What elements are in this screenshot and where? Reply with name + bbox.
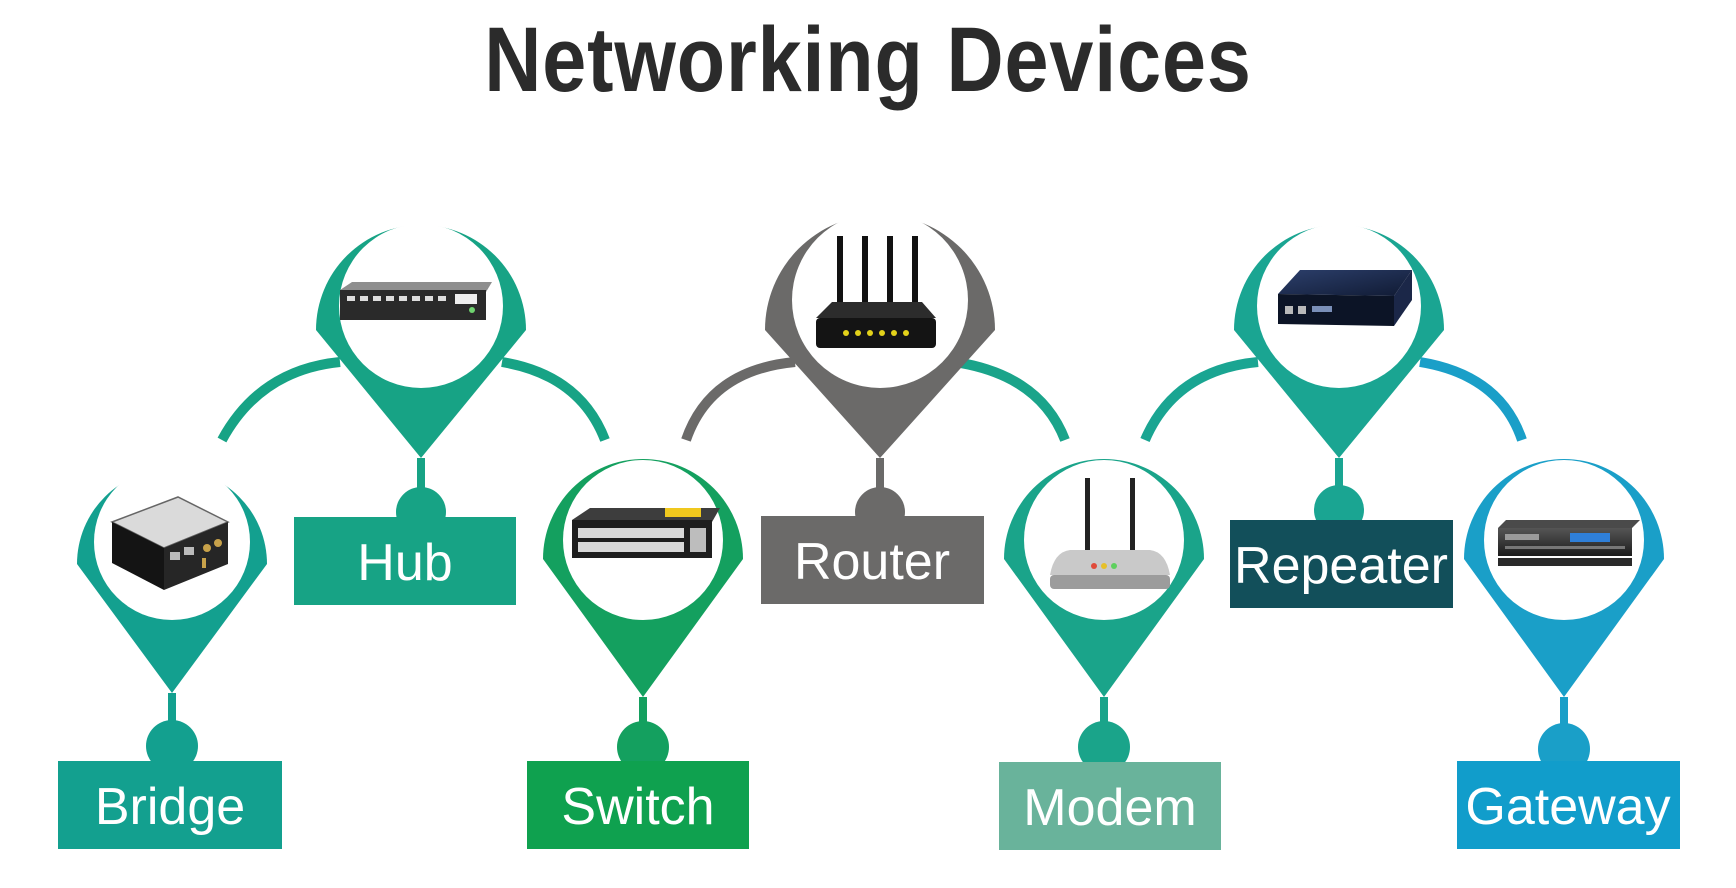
label-box-bridge [58, 761, 282, 849]
bridge-device-icon [110, 496, 230, 590]
label-box-switch [527, 761, 749, 849]
device-label-router: Router [794, 533, 950, 591]
device-switch: Switch [527, 459, 749, 849]
label-box-router [761, 516, 984, 604]
label-box-repeater [1230, 520, 1453, 608]
label-box-hub [294, 517, 516, 605]
device-label-modem: Modem [1023, 779, 1196, 837]
label-box-modem [999, 762, 1221, 850]
connector-hub-switch [501, 357, 610, 442]
modem-device-icon [1050, 478, 1170, 589]
device-repeater: Repeater [1230, 224, 1453, 608]
device-router: Router [761, 212, 996, 604]
device-bridge: Bridge [58, 464, 282, 849]
device-hub: Hub [294, 224, 526, 605]
connector-router-modem [954, 357, 1070, 442]
label-box-gateway [1457, 761, 1680, 849]
hub-device-icon [340, 282, 492, 320]
device-label-hub: Hub [357, 534, 452, 592]
repeater-device-icon [1278, 270, 1412, 326]
connector-repeater-gateway [1419, 357, 1527, 442]
diagram-title: Networking Devices [484, 9, 1252, 111]
device-modem: Modem [999, 459, 1221, 850]
device-label-repeater: Repeater [1234, 537, 1448, 595]
connector-bridge-hub [217, 357, 341, 443]
device-label-switch: Switch [561, 778, 714, 836]
device-gateway: Gateway [1457, 459, 1680, 849]
connector-modem-repeater [1140, 357, 1259, 443]
gateway-device-icon [1498, 520, 1640, 566]
router-device-icon [816, 236, 936, 348]
device-label-bridge: Bridge [95, 778, 245, 836]
connector-switch-router [681, 357, 796, 442]
switch-device-icon [572, 508, 720, 558]
device-label-gateway: Gateway [1465, 778, 1670, 836]
